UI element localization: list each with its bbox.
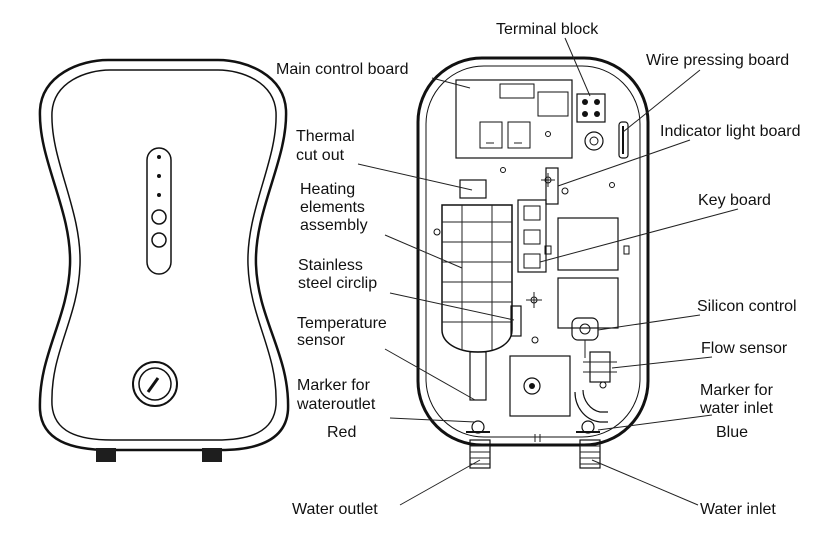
label-wire-pressing-board: Wire pressing board — [646, 52, 789, 69]
label-heating-line3: assembly — [300, 217, 368, 234]
label-marker-outlet-line1: Marker for — [297, 377, 371, 394]
temperature-sensor — [509, 355, 571, 417]
front-key-button-2 — [151, 232, 167, 248]
label-silicon-control: Silicon control — [697, 298, 797, 315]
labels: Terminal block Main control board Wire p… — [276, 21, 801, 518]
stainless-steel-circlip — [510, 305, 522, 337]
label-temperature-sensor-line2: sensor — [297, 332, 346, 349]
label-marker-inlet-line2: water inlet — [699, 400, 773, 417]
water-inlet-connector — [579, 439, 601, 469]
label-heating-line2: elements — [300, 199, 365, 216]
front-casing-inner-outline — [51, 69, 277, 441]
label-marker-outlet-line2: wateroutlet — [296, 396, 376, 413]
water-outlet-connector — [469, 439, 491, 469]
terminal-block — [576, 93, 606, 123]
heater-front-view — [38, 58, 290, 462]
label-red: Red — [327, 424, 356, 441]
label-thermal-cut-out-line2: cut out — [296, 147, 345, 164]
label-terminal-block: Terminal block — [496, 21, 599, 38]
label-main-control-board: Main control board — [276, 61, 409, 78]
flow-sensor — [589, 351, 611, 383]
interior-casing-outline — [416, 56, 650, 447]
main-control-board — [455, 79, 573, 159]
label-marker-inlet-line1: Marker for — [700, 382, 774, 399]
thermal-cut-out — [459, 179, 487, 199]
front-left-foot — [96, 448, 116, 462]
label-key-board: Key board — [698, 192, 771, 209]
front-key-button-1 — [151, 209, 167, 225]
label-indicator-light-board: Indicator light board — [660, 123, 801, 140]
front-right-foot — [202, 448, 222, 462]
temperature-knob — [132, 361, 178, 407]
indicator-light-1 — [157, 155, 161, 159]
label-water-inlet: Water inlet — [700, 501, 776, 518]
label-temperature-sensor-line1: Temperature — [297, 315, 387, 332]
indicator-light-2 — [157, 174, 161, 178]
label-water-outlet: Water outlet — [292, 501, 378, 518]
indicator-light-3 — [157, 193, 161, 197]
key-board — [557, 217, 619, 271]
label-circlip-line1: Stainless — [298, 257, 363, 274]
silicon-control — [571, 317, 599, 341]
heating-elements-assembly — [441, 179, 513, 401]
control-panel-strip — [146, 147, 172, 275]
heater-interior-view — [416, 56, 650, 469]
label-flow-sensor: Flow sensor — [701, 340, 788, 357]
label-heating-line1: Heating — [300, 181, 355, 198]
label-thermal-cut-out-line1: Thermal — [296, 128, 355, 145]
leader-lines — [357, 37, 739, 506]
front-casing-outline — [38, 58, 290, 452]
label-blue: Blue — [716, 424, 748, 441]
label-circlip-line2: steel circlip — [298, 275, 377, 292]
wire-pressing-board — [618, 121, 629, 159]
